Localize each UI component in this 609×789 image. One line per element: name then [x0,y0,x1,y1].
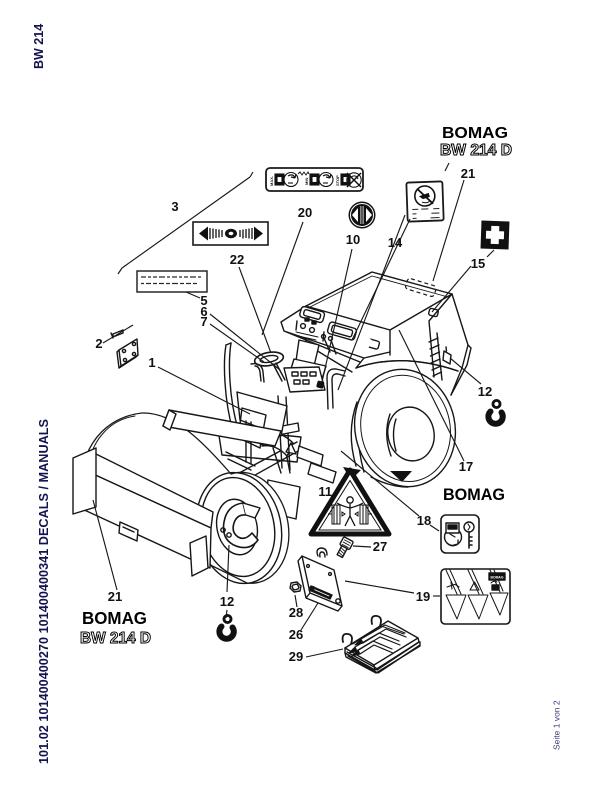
svg-text:BW 214 D: BW 214 D [80,630,151,647]
svg-text:28: 28 [289,605,303,620]
svg-text:14: 14 [388,235,403,250]
svg-text:BOMAG: BOMAG [443,486,505,504]
svg-text:29: 29 [289,649,303,664]
svg-text:12: 12 [220,594,234,609]
svg-text:2: 2 [95,336,102,351]
svg-text:22: 22 [230,252,244,267]
svg-text:6: 6 [200,304,207,319]
svg-text:5: 5 [200,293,207,308]
svg-text:BOMAG: BOMAG [442,125,508,142]
svg-text:10: 10 [346,232,360,247]
svg-text:11.: 11. [318,484,335,499]
svg-text:BOMAG: BOMAG [82,608,147,628]
svg-text:21: 21 [461,166,475,181]
svg-text:MIN: MIN [304,178,309,185]
svg-text:21: 21 [108,589,122,604]
svg-text:7: 7 [200,314,207,329]
svg-text:Seite 1 von 2: Seite 1 von 2 [552,700,562,750]
svg-text:20: 20 [298,205,312,220]
svg-text:18: 18 [417,513,431,528]
svg-text:BOMAG: BOMAG [491,574,504,579]
svg-text:17: 17 [459,459,473,474]
svg-text:27: 27 [373,539,387,554]
svg-text:1: 1 [148,355,155,370]
svg-text:15: 15 [471,256,485,271]
svg-text:BW 214: BW 214 [32,24,46,69]
svg-text:12: 12 [478,384,492,399]
svg-text:MAX.: MAX. [269,176,274,186]
svg-text:STOP: STOP [335,175,340,186]
svg-text:101.02 101400400270 1014004003: 101.02 101400400270 101400400341 DECALS … [36,419,51,764]
svg-text:26: 26 [289,627,303,642]
svg-text:BW 214 D: BW 214 D [440,142,512,159]
svg-text:19: 19 [416,589,430,604]
svg-text:3: 3 [171,199,178,214]
